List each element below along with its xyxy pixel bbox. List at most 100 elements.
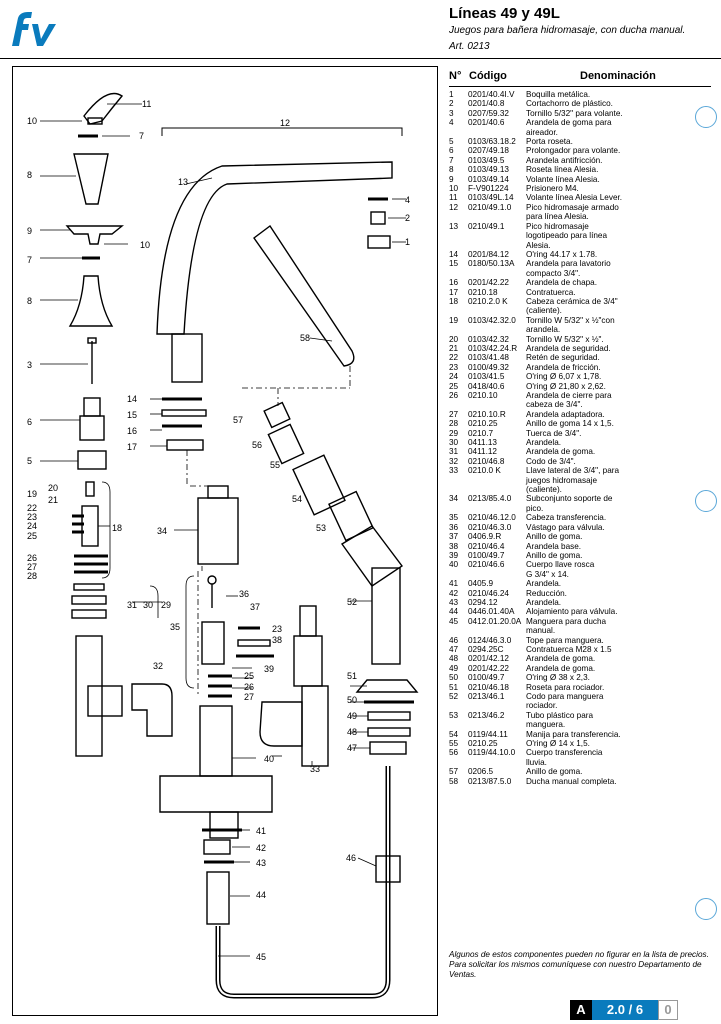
exploded-diagram (40, 92, 419, 999)
row-number: 57 (449, 767, 459, 777)
part-label: 11 (142, 99, 152, 109)
row-code: 0210.0 K (468, 466, 501, 476)
row-description: Arandela de goma. (526, 663, 596, 673)
row-number (449, 128, 468, 137)
page-indicator: A 2.0 / 6 0 (570, 1000, 678, 1020)
part-label: 4 (405, 195, 411, 205)
part-label: 46 (346, 853, 357, 863)
row-code: 0210/46.24 (468, 588, 509, 598)
row-description: Arandela base. (526, 541, 582, 551)
diagram-frame (12, 66, 438, 1016)
row-number: 47 (449, 644, 459, 654)
row-number: 24 (449, 372, 459, 382)
row-description: Cuerpo transferencia (526, 748, 603, 758)
row-number: 2 (449, 99, 454, 109)
row-code: 0119/44.10.0 (468, 748, 516, 758)
part-label: 10 (140, 240, 151, 250)
row-code: 0210/46.18 (468, 682, 509, 692)
row-code (468, 626, 526, 635)
row-number (449, 231, 468, 240)
part-label: 20 (48, 483, 59, 493)
row-code: 0210.10.R (468, 409, 506, 419)
row-code: 0201/42.22 (468, 278, 509, 288)
part-label: 27 (27, 562, 38, 572)
row-code: 0119/44.11 (468, 729, 508, 739)
table-row: Alesia. (449, 241, 711, 250)
table-row: G 3/4" x 14. (449, 570, 711, 579)
row-code: 0100/49.32 (468, 362, 509, 372)
row-number: 15 (449, 259, 459, 269)
row-code: 0213/87.5.0 (468, 776, 512, 786)
row-description: Arandela adaptadora. (526, 409, 605, 419)
row-description: Tubo plástico para (526, 710, 594, 720)
row-code: 0210/46.12.0 (468, 513, 516, 523)
part-label: 5 (27, 456, 33, 466)
table-row: para línea Alesia. (449, 212, 711, 221)
row-description: Prisionero M4. (526, 184, 579, 194)
row-number: 29 (449, 428, 459, 438)
row-code (468, 128, 526, 137)
row-description: Volante línea Alesia. (526, 174, 600, 184)
part-label: 31 (127, 600, 138, 610)
footer-note: Algunos de estos componentes pueden no f… (449, 950, 709, 979)
row-code: 0103/49.14 (468, 174, 509, 184)
row-number: 54 (449, 729, 459, 739)
row-code (468, 231, 526, 240)
row-number: 55 (449, 739, 459, 749)
row-number: 42 (449, 588, 459, 598)
part-label: 34 (157, 526, 168, 536)
part-label: 28 (27, 571, 38, 581)
row-number: 22 (449, 353, 459, 363)
row-number: 49 (449, 663, 459, 673)
row-description: Arandela de goma. (526, 654, 596, 664)
part-label: 22 (27, 503, 38, 513)
row-description: compacto 3/4". (526, 268, 581, 278)
row-code: 0405.9 (468, 579, 494, 589)
row-description: Anillo de goma 14 x 1,5. (526, 419, 614, 429)
part-label: 18 (112, 523, 123, 533)
row-code (468, 720, 526, 729)
part-label: 2 (405, 213, 411, 223)
row-description: Boquilla metálica. (526, 90, 591, 99)
row-number: 46 (449, 635, 459, 645)
row-description: para línea Alesia. (526, 212, 589, 222)
row-number: 28 (449, 419, 459, 429)
row-description: Vástago para válvula. (526, 522, 605, 532)
row-code (468, 400, 526, 409)
part-label: 49 (347, 711, 358, 721)
part-label: 12 (280, 118, 291, 128)
table-row: arandela. (449, 325, 711, 334)
row-number: 31 (449, 447, 459, 457)
row-description: O'ring Ø 6,07 x 1,78. (526, 372, 602, 382)
row-description: Alesia. (526, 240, 551, 250)
row-code: 0100/49.7 (468, 550, 505, 560)
part-label: 39 (264, 664, 275, 674)
part-label: 19 (27, 489, 38, 499)
row-code: 0201/40.6 (468, 118, 505, 128)
part-label: 7 (139, 131, 145, 141)
row-description: O'ring 44.17 x 1.78. (526, 249, 598, 259)
row-code: 0294.12 (468, 597, 498, 607)
row-number: 25 (449, 381, 459, 391)
row-description: Alojamiento para válvula. (526, 607, 618, 617)
row-description: Arandela. (526, 579, 562, 589)
row-number: 4 (449, 118, 454, 128)
part-label: 9 (27, 226, 33, 236)
row-code: 0206.5 (468, 767, 494, 777)
